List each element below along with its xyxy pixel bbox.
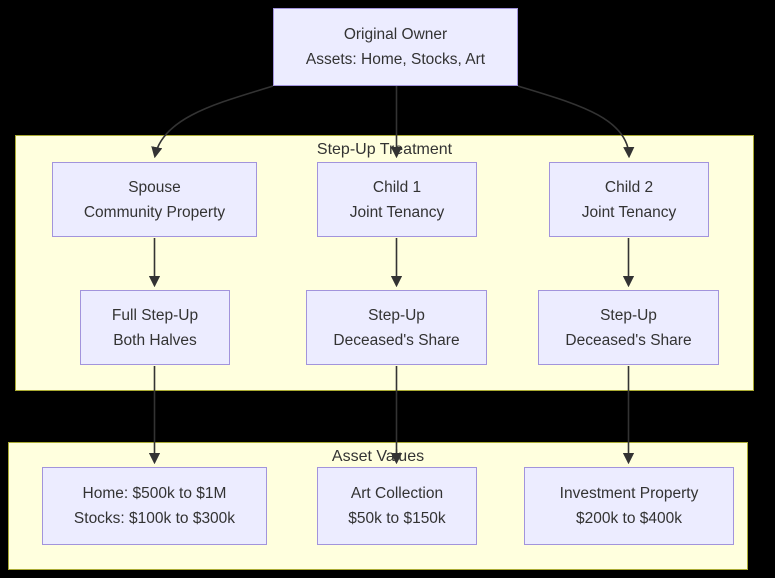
node-home-stocks-values: Home: $500k to $1M Stocks: $100k to $300… xyxy=(42,467,267,545)
node-full-step-up-line1: Full Step-Up xyxy=(111,306,199,324)
node-original-owner-line2: Assets: Home, Stocks, Art xyxy=(305,51,486,68)
node-spouse-line1: Spouse xyxy=(128,178,181,196)
node-step-up-2-line2: Deceased's Share xyxy=(565,331,692,349)
node-home-stocks-line2: Stocks: $100k to $300k xyxy=(73,510,236,527)
node-spouse-community-property: Spouse Community Property xyxy=(52,162,257,237)
node-full-step-up-line2: Both Halves xyxy=(113,331,197,349)
node-child2-line1: Child 2 xyxy=(604,178,654,196)
node-step-up-1-line1: Step-Up xyxy=(368,306,425,324)
node-child1-line2: Joint Tenancy xyxy=(349,203,445,221)
node-home-stocks-line1: Home: $500k to $1M xyxy=(82,485,227,502)
node-child2-line2: Joint Tenancy xyxy=(581,203,677,221)
cluster-step-up-treatment-label: Step-Up Treatment xyxy=(316,141,453,158)
node-full-step-up: Full Step-Up Both Halves xyxy=(80,290,230,365)
node-step-up-1-line2: Deceased's Share xyxy=(333,331,460,349)
node-art-line2: $50k to $150k xyxy=(348,510,446,527)
node-original-owner-line1: Original Owner xyxy=(343,26,448,43)
node-child2-joint-tenancy: Child 2 Joint Tenancy xyxy=(549,162,709,237)
node-investment-line1: Investment Property xyxy=(559,485,699,502)
node-art-line1: Art Collection xyxy=(350,485,444,502)
node-step-up-deceaseds-share-1: Step-Up Deceased's Share xyxy=(306,290,487,365)
cluster-asset-values-label: Asset Values xyxy=(331,448,425,465)
node-step-up-deceaseds-share-2: Step-Up Deceased's Share xyxy=(538,290,719,365)
node-spouse-line2: Community Property xyxy=(83,203,226,221)
node-art-collection-values: Art Collection $50k to $150k xyxy=(317,467,477,545)
node-child1-line1: Child 1 xyxy=(372,178,422,196)
node-original-owner: Original Owner Assets: Home, Stocks, Art xyxy=(273,8,518,86)
node-step-up-2-line1: Step-Up xyxy=(600,306,657,324)
node-investment-line2: $200k to $400k xyxy=(575,510,682,527)
node-investment-property-values: Investment Property $200k to $400k xyxy=(524,467,734,545)
node-child1-joint-tenancy: Child 1 Joint Tenancy xyxy=(317,162,477,237)
